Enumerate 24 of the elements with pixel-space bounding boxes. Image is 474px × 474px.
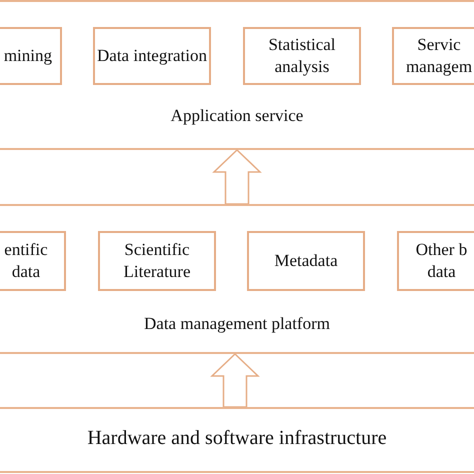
layer-title: Application service — [170, 106, 304, 126]
component-box — [397, 231, 474, 291]
component-label: Statistical analysis — [267, 34, 337, 78]
block-arrow — [210, 352, 260, 408]
component-box — [93, 27, 211, 85]
layer-band — [0, 0, 474, 150]
component-label: Data integration — [97, 44, 207, 67]
component-box — [392, 27, 474, 85]
block-arrow — [212, 148, 262, 205]
component-box — [98, 231, 216, 291]
component-label: Other b data — [414, 238, 468, 283]
layer-band — [0, 204, 474, 354]
layer-title: Data management platform — [144, 314, 330, 334]
component-label: Scientific Literature — [122, 238, 192, 283]
component-label: entific data — [3, 238, 49, 283]
component-box — [243, 27, 361, 85]
component-label: Metadata — [274, 250, 338, 272]
component-label: mining — [4, 44, 52, 67]
component-box — [0, 27, 62, 85]
component-label: Servic managem — [404, 34, 474, 78]
layer-title: Hardware and software infrastructure — [87, 427, 387, 450]
component-box — [0, 231, 66, 291]
layer-band — [0, 407, 474, 473]
component-box — [247, 231, 365, 291]
